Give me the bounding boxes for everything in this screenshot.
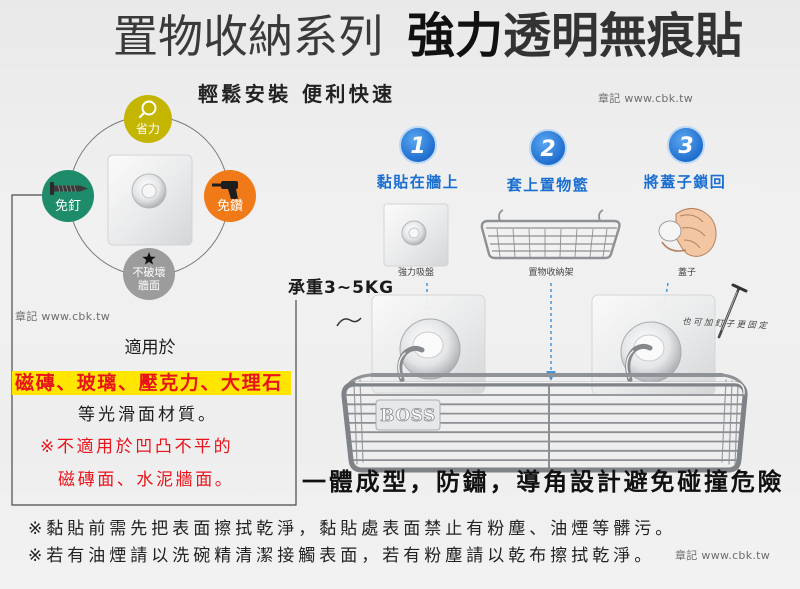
feature-badge-save-effort [124, 95, 172, 143]
drill-body [221, 181, 238, 189]
feature-label-no-wall-damage-line2: 牆面 [138, 279, 160, 292]
title-strong: 強力 [407, 8, 504, 64]
feature-headline: 一體成型，防鏽，導角設計避免碰撞危險 [302, 468, 785, 496]
drill-bit [212, 183, 221, 187]
feature-badge-no-drill [204, 170, 256, 222]
materials-text: 磁磚、玻璃、壓克力、大理石 [15, 372, 283, 394]
brand-plate-body [375, 399, 441, 431]
part-label-suction-pad: 強力吸盤 [397, 268, 434, 278]
materials-highlight: 磁磚、玻璃、壓克力、大理石 [12, 371, 291, 395]
step-2-label: 套上置物籃 [506, 176, 590, 194]
load-pointer-mark [336, 317, 362, 327]
feature-badge-no-nail [42, 170, 94, 222]
star-icon [142, 252, 156, 265]
note-line-2: ※若有油煙請以洗碗精清潔接觸表面，若有粉塵請以乾布擦拭乾淨。 [28, 546, 656, 566]
step-1-circle [399, 126, 437, 164]
adhesive-pad-image [107, 154, 193, 246]
screw-icon [50, 182, 88, 195]
load-capacity: 承重3~5KG [288, 278, 395, 298]
suitability-box-border [11, 194, 297, 506]
step-2-number: 2 [540, 137, 555, 162]
thumb-basket-rim [480, 219, 621, 260]
materials-suffix: 等光滑面材質。 [78, 405, 218, 425]
suitable-heading: 適用於 [124, 338, 176, 358]
title-product: 透明無痕貼 [503, 8, 744, 64]
suction-pad-thumbnail [383, 203, 449, 267]
note-line-1: ※黏貼前需先把表面擦拭乾淨，黏貼處表面禁止有粉塵、油煙等髒污。 [28, 519, 677, 539]
feature-label-no-nail: 免釘 [54, 199, 81, 214]
step-3-circle [667, 126, 705, 164]
left-hook [397, 345, 425, 383]
feature-label-save-effort: 省力 [135, 122, 160, 136]
hand-thumb [661, 241, 687, 252]
basket-frame-shine [355, 381, 745, 395]
subtitle: 輕鬆安裝 便利快速 [198, 82, 396, 106]
warning-line-1: ※不適用於凹凸不平的 [40, 437, 234, 457]
watermark-left: 章記 www.cbk.tw [15, 310, 111, 323]
feature-no-wall-damage [123, 248, 175, 300]
step-1-number: 1 [410, 134, 425, 159]
hand-finger-lines [679, 214, 706, 249]
title-series: 置物收納系列 [113, 10, 384, 63]
nail-icon [717, 283, 748, 339]
drill-icon [212, 181, 238, 199]
screw-threads [57, 184, 77, 193]
brand-plate: BOSS [375, 399, 441, 431]
step-2-badge: 2 [529, 129, 567, 167]
step-1-badge: 1 [399, 126, 437, 164]
step-3-label: 將蓋子鎖回 [643, 173, 727, 191]
feature-label-no-drill: 免鑽 [216, 199, 243, 214]
step-3-number: 3 [678, 134, 693, 159]
left-cup-cap [412, 331, 444, 359]
part-label-cap: 蓋子 [677, 268, 696, 278]
hand-palm [675, 208, 717, 257]
thumb-suction-cap [408, 227, 420, 239]
drill-handle [228, 189, 238, 199]
suction-cup-cap [141, 183, 157, 199]
left-wall-pad [371, 294, 486, 394]
watermark-top-right: 章記 www.cbk.tw [598, 92, 694, 105]
hand-with-cap-image [658, 208, 717, 257]
screw-tip [80, 185, 88, 192]
thumb-basket-hooks [498, 209, 604, 222]
feature-no-nail [42, 170, 94, 222]
brand-plate-text: BOSS [380, 406, 436, 426]
right-wall-pad [591, 294, 716, 396]
right-hook [625, 343, 653, 383]
part-label-basket: 置物收納架 [528, 268, 574, 278]
step-3-badge: 3 [667, 126, 705, 164]
feature-no-drill [204, 170, 256, 222]
magnifier-lens [141, 100, 157, 116]
nail-shine [721, 291, 738, 331]
warning-line-2: 磁磚面、水泥牆面。 [58, 470, 235, 490]
step-1-label: 黏貼在牆上 [376, 173, 460, 191]
watermark-bottom-right: 章記 www.cbk.tw [675, 549, 771, 562]
basket-thumbnail [480, 209, 621, 260]
feature-save-effort [124, 95, 172, 143]
thumb-basket-wires [488, 235, 615, 252]
step-2-circle [529, 129, 567, 167]
magnifier-icon [138, 100, 157, 119]
nail-head [731, 283, 748, 293]
screw-head [50, 182, 54, 195]
feature-badge-no-wall-damage [123, 248, 175, 300]
page-title: 置物收納系列強力透明無痕貼 [113, 8, 743, 75]
magnifier-handle [138, 111, 146, 119]
thumb-basket-struts [496, 228, 608, 258]
feature-label-no-wall-damage-line1: 不破壞 [132, 266, 166, 279]
cap-piece [658, 220, 682, 242]
